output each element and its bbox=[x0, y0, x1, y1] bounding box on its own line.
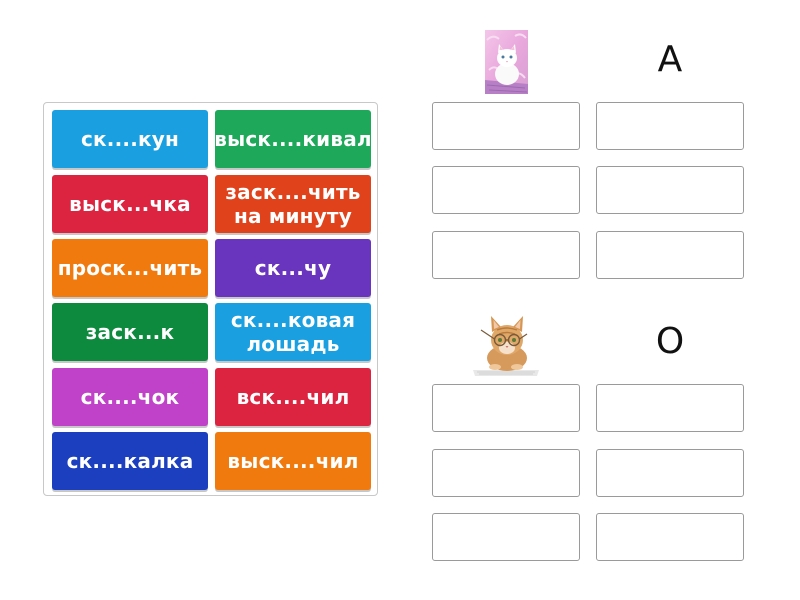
drop-slot-a[interactable] bbox=[432, 231, 580, 279]
word-tile[interactable]: выск...чка bbox=[52, 175, 208, 233]
word-tile[interactable]: ск....калка bbox=[52, 432, 208, 490]
drop-slot-o[interactable] bbox=[432, 513, 580, 561]
drop-slot-o[interactable] bbox=[432, 384, 580, 432]
group-letter-o: О bbox=[655, 321, 685, 362]
word-tile[interactable]: ск...чу bbox=[215, 239, 371, 297]
drop-slot-a[interactable] bbox=[432, 102, 580, 150]
word-tile[interactable]: выск....кивал bbox=[214, 110, 372, 168]
drop-slot-o[interactable] bbox=[596, 449, 744, 497]
drop-slot-o[interactable] bbox=[432, 449, 580, 497]
white-kitten-image bbox=[485, 30, 528, 94]
drop-slot-a[interactable] bbox=[432, 166, 580, 214]
drop-slot-o[interactable] bbox=[596, 513, 744, 561]
drop-slot-a[interactable] bbox=[596, 166, 744, 214]
word-tile[interactable]: ск....ковая лошадь bbox=[215, 303, 371, 361]
word-tile[interactable]: ск....чок bbox=[52, 368, 208, 426]
word-tile[interactable]: заск...к bbox=[52, 303, 208, 361]
drop-slot-o[interactable] bbox=[596, 384, 744, 432]
ginger-kitten-image bbox=[467, 310, 545, 378]
drop-slot-a[interactable] bbox=[596, 231, 744, 279]
word-tile[interactable]: выск....чил bbox=[215, 432, 371, 490]
drop-slot-a[interactable] bbox=[596, 102, 744, 150]
word-tile[interactable]: заск....чить на минуту bbox=[215, 175, 371, 233]
word-tile[interactable]: ск....кун bbox=[52, 110, 208, 168]
word-tile[interactable]: вск....чил bbox=[215, 368, 371, 426]
word-tile[interactable]: проск...чить bbox=[52, 239, 208, 297]
word-bank: ск....кун выск....кивал выск...чка заск.… bbox=[43, 102, 378, 496]
group-letter-a: А bbox=[657, 39, 683, 80]
